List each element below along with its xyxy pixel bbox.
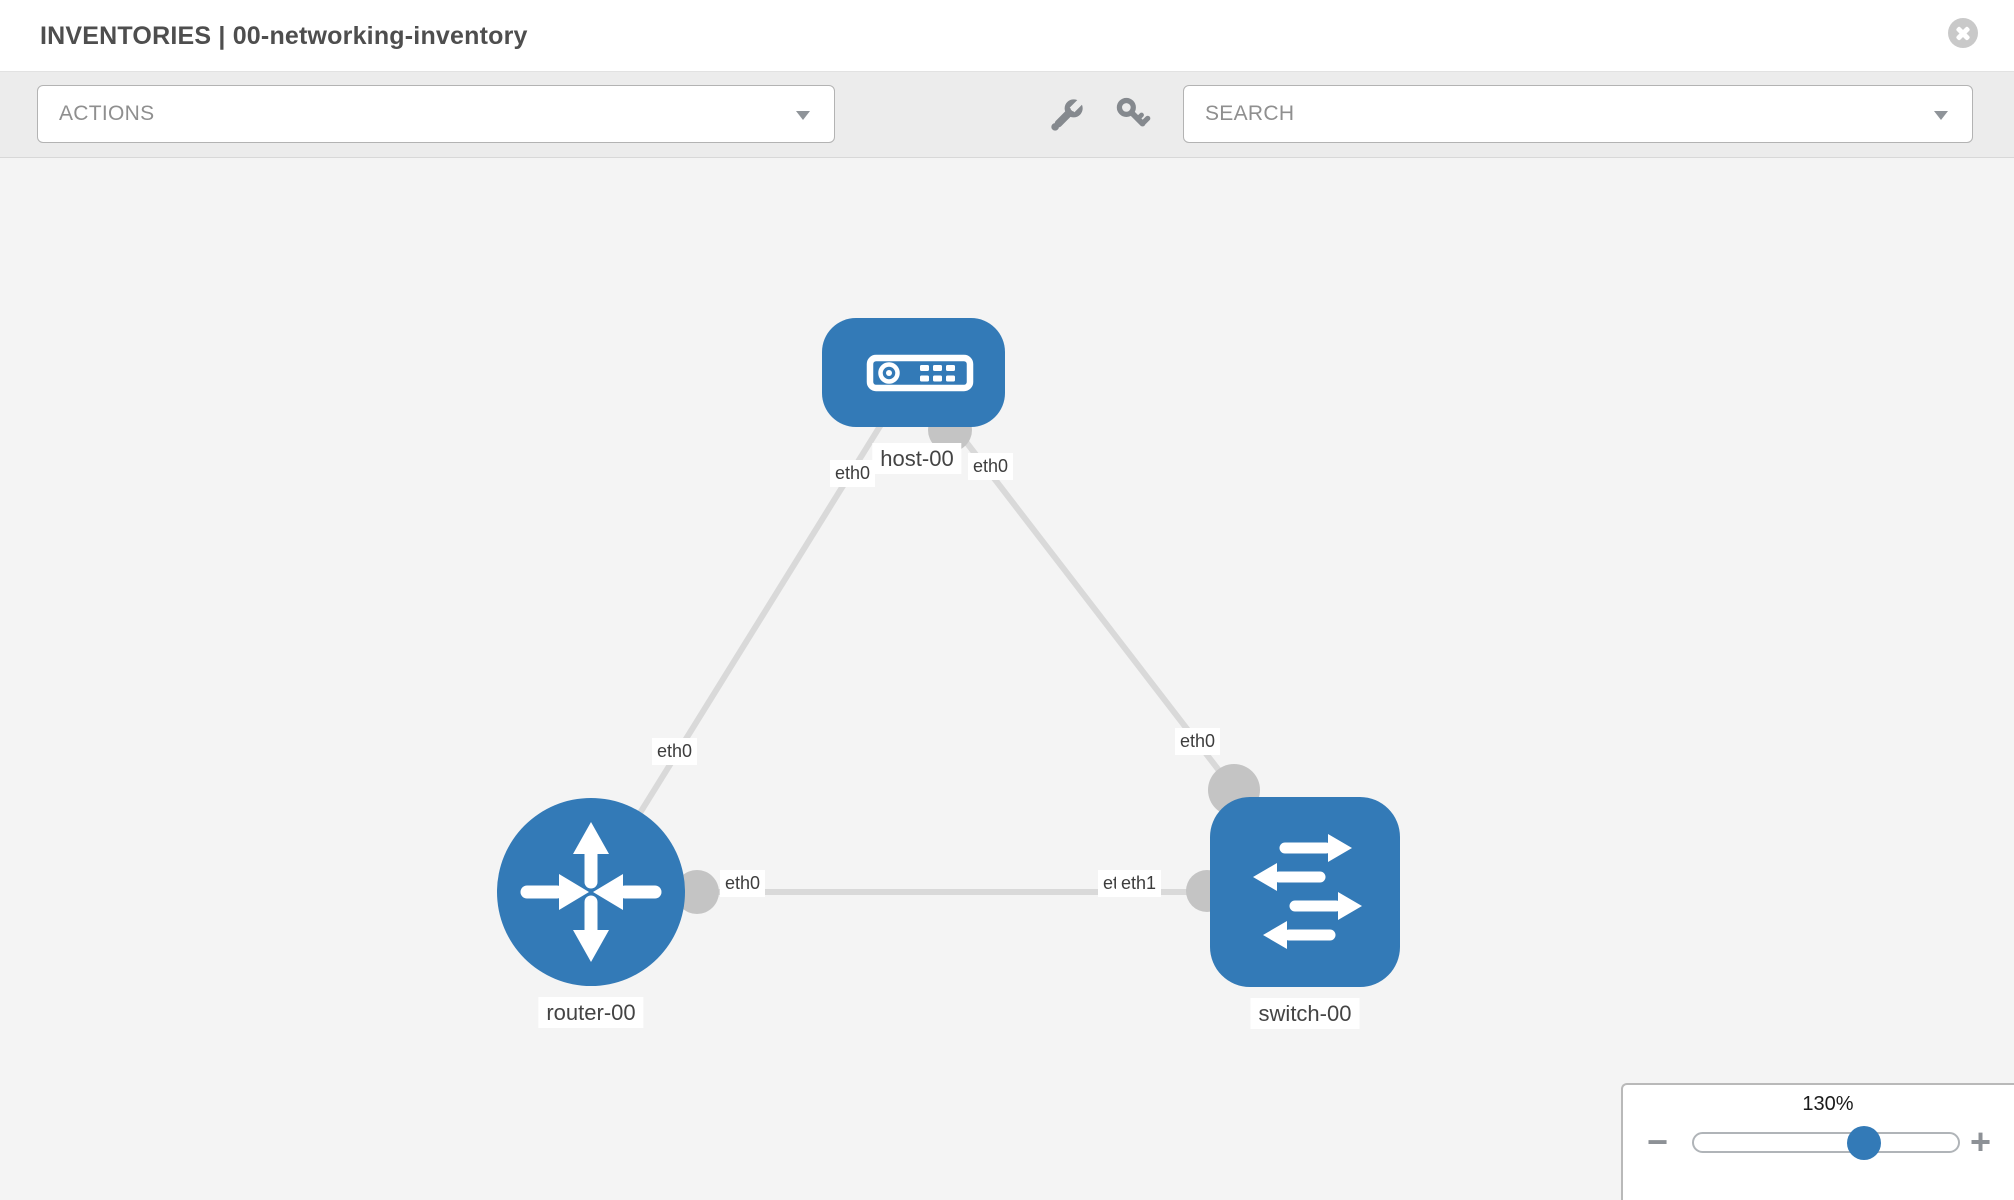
key-icon[interactable] (1114, 96, 1152, 134)
link-host-router (588, 371, 916, 894)
interface-label: eth0 (968, 453, 1014, 480)
router-icon (520, 822, 662, 962)
actions-dropdown[interactable]: ACTIONS (37, 85, 835, 143)
close-icon[interactable] (1948, 18, 1978, 48)
node-label-switch: switch-00 (1250, 998, 1360, 1029)
search-dropdown-label: SEARCH (1205, 102, 1295, 125)
zoom-slider-track[interactable] (1692, 1132, 1960, 1153)
toolbar: ACTIONS SEARCH (0, 72, 2014, 158)
node-host-00[interactable] (822, 318, 1005, 427)
switch-icon (1253, 834, 1362, 949)
topology-graph (497, 318, 1400, 987)
header: INVENTORIES | 00-networking-inventory (0, 0, 2014, 72)
search-dropdown[interactable]: SEARCH (1183, 85, 1973, 143)
interface-label: eth0 (652, 738, 698, 765)
connector-router-right (675, 870, 719, 914)
zoom-slider-thumb[interactable] (1847, 1126, 1881, 1160)
zoom-level-value: 130% (1802, 1093, 1854, 1115)
page-title: INVENTORIES | 00-networking-inventory (40, 22, 528, 50)
interface-label: eth0 (1175, 728, 1221, 755)
wrench-icon[interactable] (1048, 96, 1086, 134)
interface-label: eth1 (1116, 870, 1162, 897)
node-label-router: router-00 (538, 997, 644, 1028)
chevron-down-icon (796, 111, 810, 120)
chevron-down-icon (1934, 111, 1948, 120)
zoom-out-button[interactable]: − (1647, 1121, 1669, 1162)
connectors (675, 408, 1260, 914)
interface-label: eth0 (720, 870, 766, 897)
interface-label: eth0 (830, 460, 876, 487)
node-switch-00[interactable] (1210, 797, 1400, 987)
node-router-00[interactable] (497, 798, 685, 986)
zoom-in-button[interactable]: + (1970, 1121, 1992, 1162)
actions-dropdown-label: ACTIONS (59, 102, 155, 125)
topology-canvas[interactable]: eth0 eth0 eth0 eth0 eth0 eth0 eth1 host-… (0, 158, 2014, 1200)
host-icon (866, 354, 974, 392)
zoom-control-panel: 130% − + (1621, 1083, 2014, 1200)
node-label-host: host-00 (872, 443, 962, 474)
